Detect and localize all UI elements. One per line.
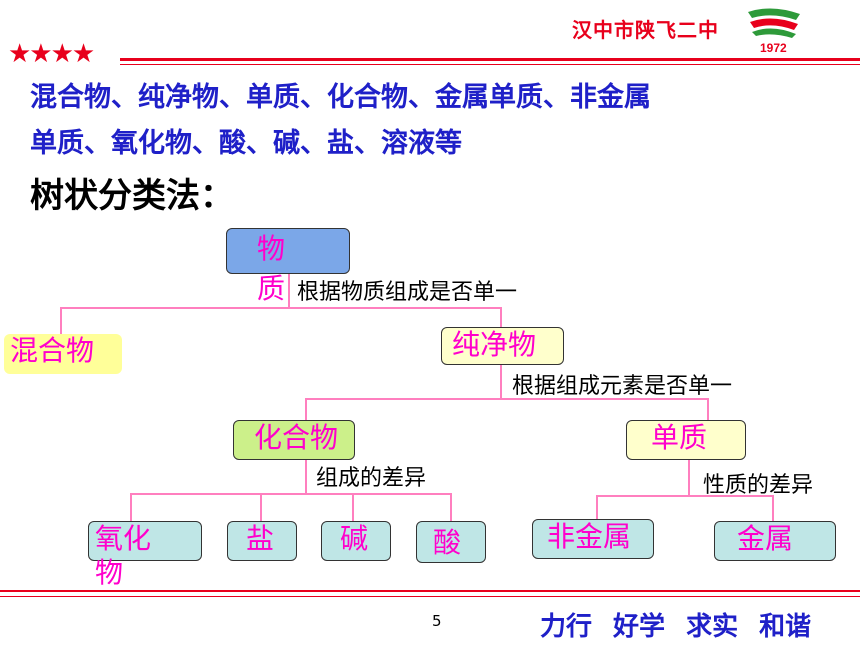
logo-year: 1972 (760, 41, 787, 55)
node-nonmetal: 非金属 (532, 519, 654, 559)
node-metal: 金属 (714, 521, 836, 561)
connector (450, 493, 452, 521)
connector (772, 495, 774, 521)
connector (305, 398, 709, 400)
node-matter-label: 物质 (257, 232, 286, 305)
node-acid: 酸 (416, 521, 486, 563)
node-compound: 化合物 (233, 420, 355, 460)
school-logo: 1972 (748, 8, 800, 55)
node-metal-label: 金属 (737, 522, 794, 555)
connector (260, 493, 262, 521)
header-divider (120, 58, 860, 61)
connector (352, 493, 354, 521)
node-pure-substance-label: 纯净物 (452, 328, 537, 361)
star-rating-icon: ★★★★ (8, 39, 95, 69)
node-mixture-label: 混合物 (10, 334, 95, 367)
node-mixture: 混合物 (4, 334, 122, 374)
connector (707, 398, 709, 420)
node-nonmetal-label: 非金属 (547, 520, 632, 553)
criterion-composition-single: 根据物质组成是否单一 (297, 280, 518, 305)
page-heading: 树状分类法： (30, 176, 234, 216)
node-oxide: 氧化物 (88, 521, 202, 589)
node-compound-label: 化合物 (254, 421, 339, 454)
connector (688, 458, 690, 496)
connector (596, 495, 774, 497)
node-element-label: 单质 (651, 421, 708, 454)
criterion-element-single: 根据组成元素是否单一 (512, 374, 733, 399)
intro-line-1: 混合物、纯净物、单质、化合物、金属单质、非金属 (30, 82, 651, 113)
connector (60, 307, 502, 309)
criterion-property-difference: 性质的差异 (703, 473, 814, 498)
connector (130, 493, 452, 495)
node-base-label: 碱 (340, 522, 369, 555)
node-pure-substance: 纯净物 (441, 327, 564, 365)
connector (288, 274, 290, 308)
connector (60, 307, 62, 335)
connector (500, 365, 502, 399)
school-name: 汉中市陕飞二中 (572, 18, 719, 42)
node-acid-label: 酸 (433, 526, 462, 559)
footer-divider (0, 590, 860, 592)
node-salt-label: 盐 (246, 522, 275, 555)
node-oxide-label: 氧化物 (95, 522, 152, 589)
header-divider-thin (120, 64, 860, 65)
criterion-composition-difference: 组成的差异 (316, 466, 427, 491)
node-matter: 物质 (226, 228, 350, 305)
node-element: 单质 (626, 420, 746, 460)
connector (130, 493, 132, 521)
intro-line-2: 单质、氧化物、酸、碱、盐、溶液等 (30, 128, 462, 159)
node-salt: 盐 (227, 521, 297, 561)
footer-divider-thin (0, 596, 860, 597)
connector (305, 458, 307, 494)
connector (596, 495, 598, 521)
connector (500, 307, 502, 329)
connector (305, 398, 307, 420)
node-base: 碱 (321, 521, 391, 561)
page-number: 5 (432, 612, 442, 630)
school-motto: 力行 好学 求实 和谐 (540, 612, 812, 642)
